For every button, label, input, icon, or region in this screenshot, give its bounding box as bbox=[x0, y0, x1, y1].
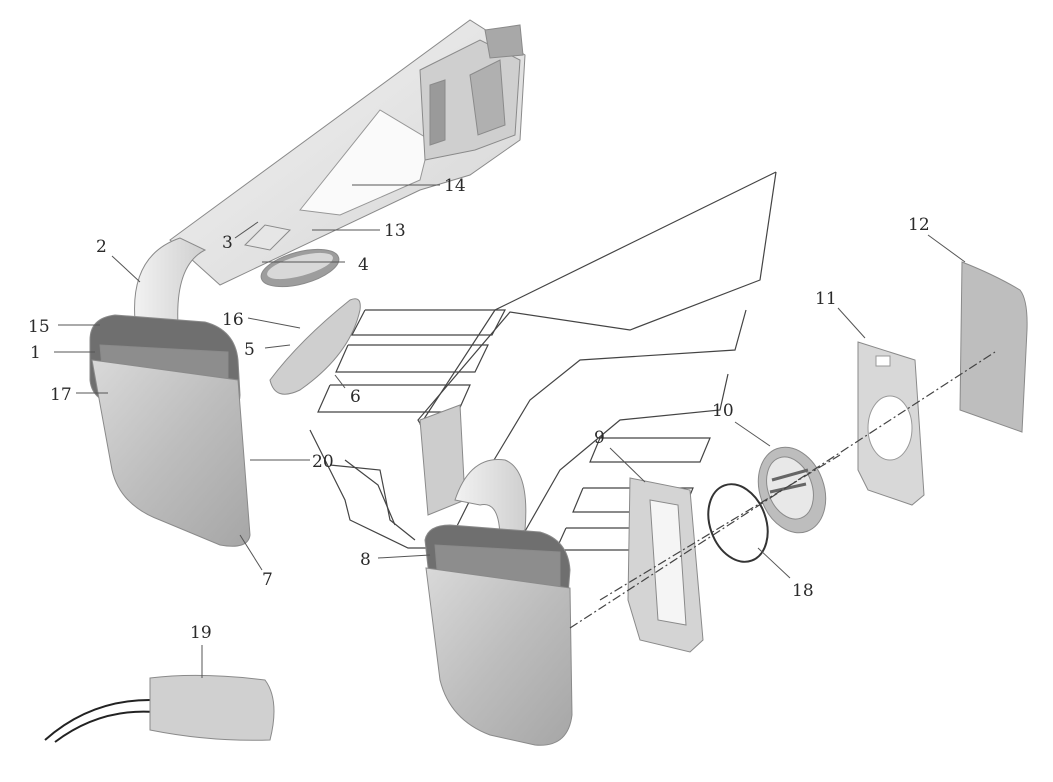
callout-14: 14 bbox=[444, 176, 466, 196]
callout-17: 17 bbox=[50, 385, 72, 405]
centerlines bbox=[569, 351, 996, 629]
outline-frames bbox=[309, 171, 777, 551]
mirror-head-left bbox=[89, 237, 251, 547]
callout-7: 7 bbox=[262, 570, 273, 590]
callout-20: 20 bbox=[312, 452, 334, 472]
callout-19: 19 bbox=[190, 623, 212, 643]
callout-8: 8 bbox=[360, 550, 371, 570]
callout-1: 1 bbox=[30, 343, 41, 363]
mounting-plate bbox=[857, 341, 925, 506]
bulb-with-wire bbox=[44, 674, 275, 743]
callout-6: 6 bbox=[350, 387, 361, 407]
callout-12: 12 bbox=[908, 215, 930, 235]
callout-10: 10 bbox=[712, 401, 734, 421]
callout-4: 4 bbox=[358, 255, 369, 275]
lamp-unit bbox=[757, 446, 827, 534]
callout-9: 9 bbox=[594, 428, 605, 448]
callout-labels: 1 2 3 4 5 6 7 8 9 10 11 12 13 14 15 16 1… bbox=[28, 176, 930, 643]
callout-16: 16 bbox=[222, 310, 244, 330]
cover-glass bbox=[959, 261, 1028, 433]
callout-3: 3 bbox=[222, 233, 233, 253]
seal-ring bbox=[707, 483, 769, 563]
support-arm bbox=[169, 19, 526, 286]
callout-15: 15 bbox=[28, 317, 50, 337]
callout-11: 11 bbox=[815, 289, 837, 309]
callout-5: 5 bbox=[244, 340, 255, 360]
mirror-glass-group bbox=[243, 224, 361, 395]
leader-lines bbox=[54, 184, 966, 678]
callout-13: 13 bbox=[384, 221, 406, 241]
lamp-frame bbox=[627, 477, 704, 653]
callout-18: 18 bbox=[792, 581, 814, 601]
mirror-head-right bbox=[419, 404, 573, 746]
callout-2: 2 bbox=[96, 237, 107, 257]
